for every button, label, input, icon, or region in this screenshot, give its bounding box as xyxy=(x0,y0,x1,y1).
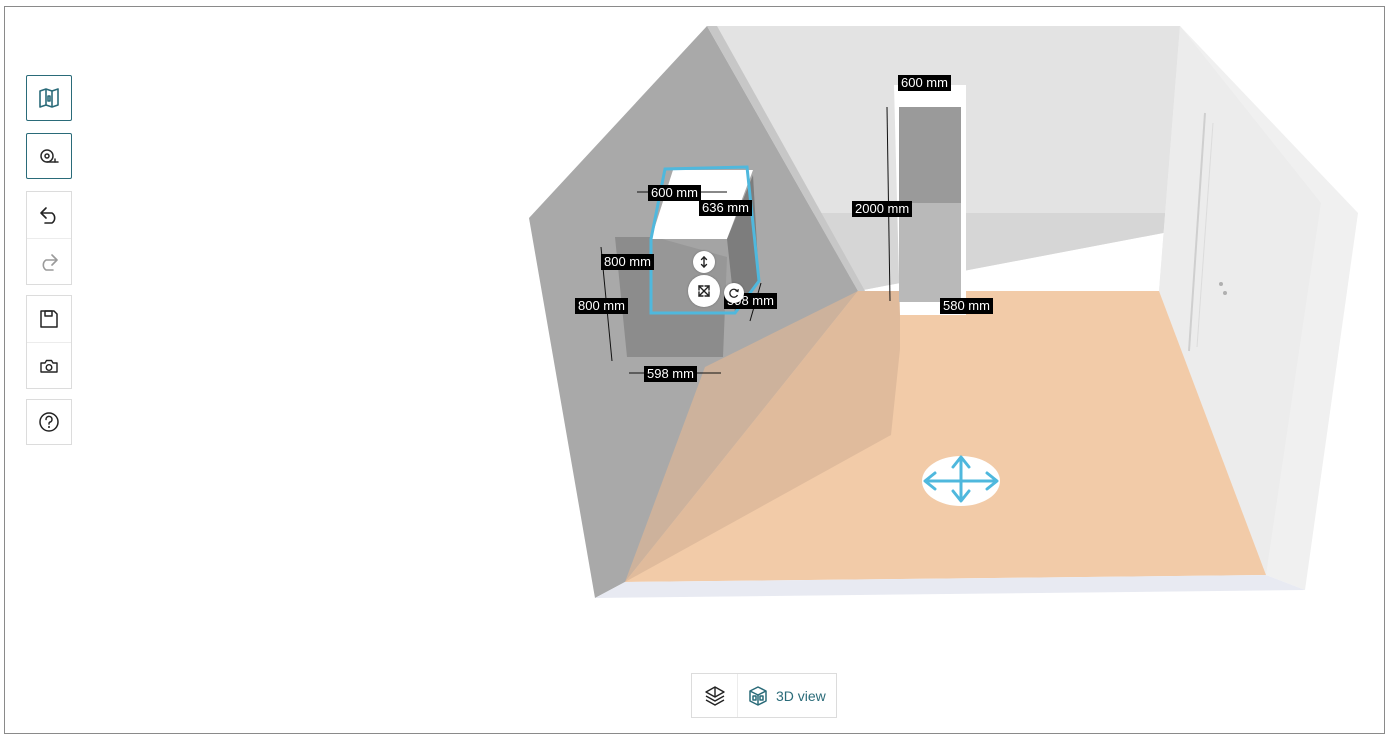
floor-shadow xyxy=(625,291,900,582)
dim-label-cabinet-depth: 636 mm xyxy=(699,200,752,216)
rotate-icon xyxy=(729,288,739,298)
door-handle xyxy=(1219,282,1223,286)
view-3d-label: 3D view xyxy=(776,687,826,704)
cabinet-height-handle[interactable] xyxy=(693,251,715,273)
screenshot-button[interactable] xyxy=(27,342,71,389)
history-group xyxy=(26,191,72,285)
tall-cabinet-lower xyxy=(899,203,963,302)
undo-button[interactable] xyxy=(27,192,71,238)
file-group xyxy=(26,295,72,389)
dim-label-cabinet-height-front: 800 mm xyxy=(601,254,654,270)
dim-label-tall-cabinet-depth: 580 mm xyxy=(940,298,993,314)
floor[interactable] xyxy=(625,291,1266,582)
dim-label-cabinet-width-bottom: 598 mm xyxy=(644,366,697,382)
floorplan-button[interactable] xyxy=(26,75,72,121)
wall-door-edge xyxy=(1188,112,1206,352)
door-handle-2 xyxy=(1223,291,1227,295)
floorplan-icon xyxy=(39,88,59,108)
help-button[interactable] xyxy=(26,399,72,445)
tape-measure-icon xyxy=(40,149,59,163)
view-2d-button[interactable] xyxy=(692,674,737,717)
right-wall-shade xyxy=(1159,26,1321,575)
cabinet-scale-handle[interactable] xyxy=(688,275,720,307)
room-3d-scene[interactable] xyxy=(5,7,1385,734)
dim-label-cabinet-top-width: 600 mm xyxy=(648,185,701,201)
help-icon xyxy=(39,412,59,432)
2d-layers-icon xyxy=(704,685,725,706)
floor-edge xyxy=(595,575,1305,598)
redo-button[interactable] xyxy=(27,238,71,285)
save-icon xyxy=(40,310,58,328)
wall-door-frame xyxy=(1196,122,1214,348)
vertical-resize-icon xyxy=(700,256,708,268)
expand-icon xyxy=(698,285,710,297)
dim-label-tall-cabinet-height: 2000 mm xyxy=(852,201,913,217)
left-wall-highlight xyxy=(707,26,865,291)
dim-label-cabinet-height-side: 800 mm xyxy=(575,298,628,314)
undo-icon xyxy=(40,207,56,224)
cabinet-selection-outline xyxy=(649,165,761,315)
camera-icon xyxy=(40,359,58,373)
measure-button[interactable] xyxy=(26,133,72,179)
save-button[interactable] xyxy=(27,296,71,342)
view-switcher: 3D view xyxy=(691,673,837,718)
planner-canvas[interactable]: 600 mm 636 mm 800 mm 800 mm 598 mm 598 m… xyxy=(4,6,1385,734)
move-arrows-icon xyxy=(923,455,999,503)
3d-cube-icon xyxy=(749,685,767,706)
redo-icon xyxy=(42,254,58,271)
view-3d-button[interactable]: 3D view xyxy=(737,674,836,717)
dim-label-tall-cabinet-width: 600 mm xyxy=(898,75,951,91)
cabinet-rotate-handle[interactable] xyxy=(724,283,744,303)
tall-cabinet-front xyxy=(899,107,963,203)
